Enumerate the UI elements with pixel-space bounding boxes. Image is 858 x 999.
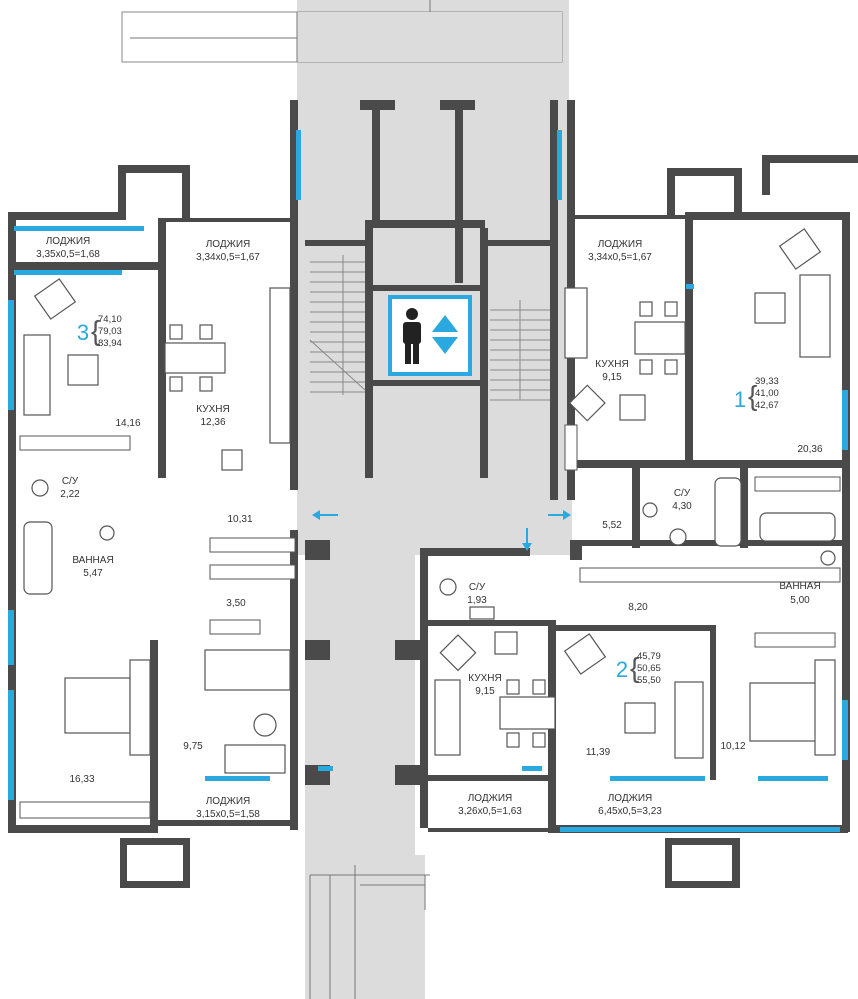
living3-area: 14,16 [115,418,140,429]
windows [8,130,848,832]
wc3-name: С/У [62,476,79,487]
hall2-area: 8,20 [628,602,648,613]
room-labels: ЛОДЖИЯ 3,35х0,5=1,68 ЛОДЖИЯ 3,34х0,5=1,6… [36,236,823,820]
apt3-brace: { [91,315,100,346]
loggia-tr-calc: 3,34х0,5=1,67 [588,252,652,263]
loggia-br-name: ЛОДЖИЯ [608,793,653,804]
kitchen3-area: 12,36 [200,417,225,428]
apt3-area-2: 79,03 [98,326,122,337]
bedroom3a-area: 16,33 [69,774,94,785]
bath3-area: 5,47 [83,568,103,579]
apt2-area-2: 50,65 [637,663,661,674]
kitchen2-name: КУХНЯ [468,673,501,684]
loggia-bl-calc: 3,15х0,5=1,58 [196,809,260,820]
loggia-tr-name: ЛОДЖИЯ [598,239,643,250]
wc2-area: 1,93 [467,595,487,606]
wc1-name: С/У [674,488,691,499]
bath2-name: ВАННАЯ [779,581,820,592]
kitchen3-name: КУХНЯ [196,404,229,415]
elevator-icon [388,295,472,376]
bedroom3b-area: 9,75 [183,741,203,752]
apt2-area-1: 45,79 [637,651,661,662]
apt2-number: 2 [616,657,628,682]
apt3-area-1: 74,10 [98,314,122,325]
wc1-area: 4,30 [672,501,692,512]
entry-arrow-icon [312,510,571,551]
loggia-bm-name: ЛОДЖИЯ [468,793,513,804]
furniture [23,228,836,774]
apt3-area-3: 83,94 [98,338,122,349]
apt3-number: 3 [77,320,89,345]
stairs [305,100,582,999]
apt2-brace: { [630,652,639,683]
apt1-area-2: 41,00 [755,388,779,399]
apt1-brace: { [748,380,757,411]
wc3-area: 2,22 [60,489,80,500]
hall1-area: 5,52 [602,520,622,531]
bath3-name: ВАННАЯ [72,555,113,566]
entrance-ramp-top [121,0,563,63]
kitchen2-area: 9,15 [475,686,495,697]
living1-area: 20,36 [797,444,822,455]
apt2-area-3: 55,50 [637,675,661,686]
loggia-tl-calc: 3,35х0,5=1,68 [36,249,100,260]
bath2-area: 5,00 [790,595,810,606]
wc2-name: С/У [469,582,486,593]
kitchen1-name: КУХНЯ [595,359,628,370]
hall3-area: 10,31 [227,514,252,525]
core-area [297,0,572,999]
apt1-area-3: 42,67 [755,400,779,411]
loggia-tm-calc: 3,34х0,5=1,67 [196,252,260,263]
kitchen1-area: 9,15 [602,372,622,383]
loggia-bm-calc: 3,26х0,5=1,63 [458,806,522,817]
loggia-tm-name: ЛОДЖИЯ [206,239,251,250]
wardrobes [19,424,841,819]
bedroom2-area: 10,12 [720,741,745,752]
apt1-area-1: 39,33 [755,376,779,387]
loggia-tl-name: ЛОДЖИЯ [46,236,91,247]
living2-area: 11,39 [586,747,611,758]
loggia-br-calc: 6,45х0,5=3,23 [598,806,662,817]
closet3-area: 3,50 [226,598,246,609]
apt1-number: 1 [734,387,746,412]
loggia-bl-name: ЛОДЖИЯ [206,796,251,807]
